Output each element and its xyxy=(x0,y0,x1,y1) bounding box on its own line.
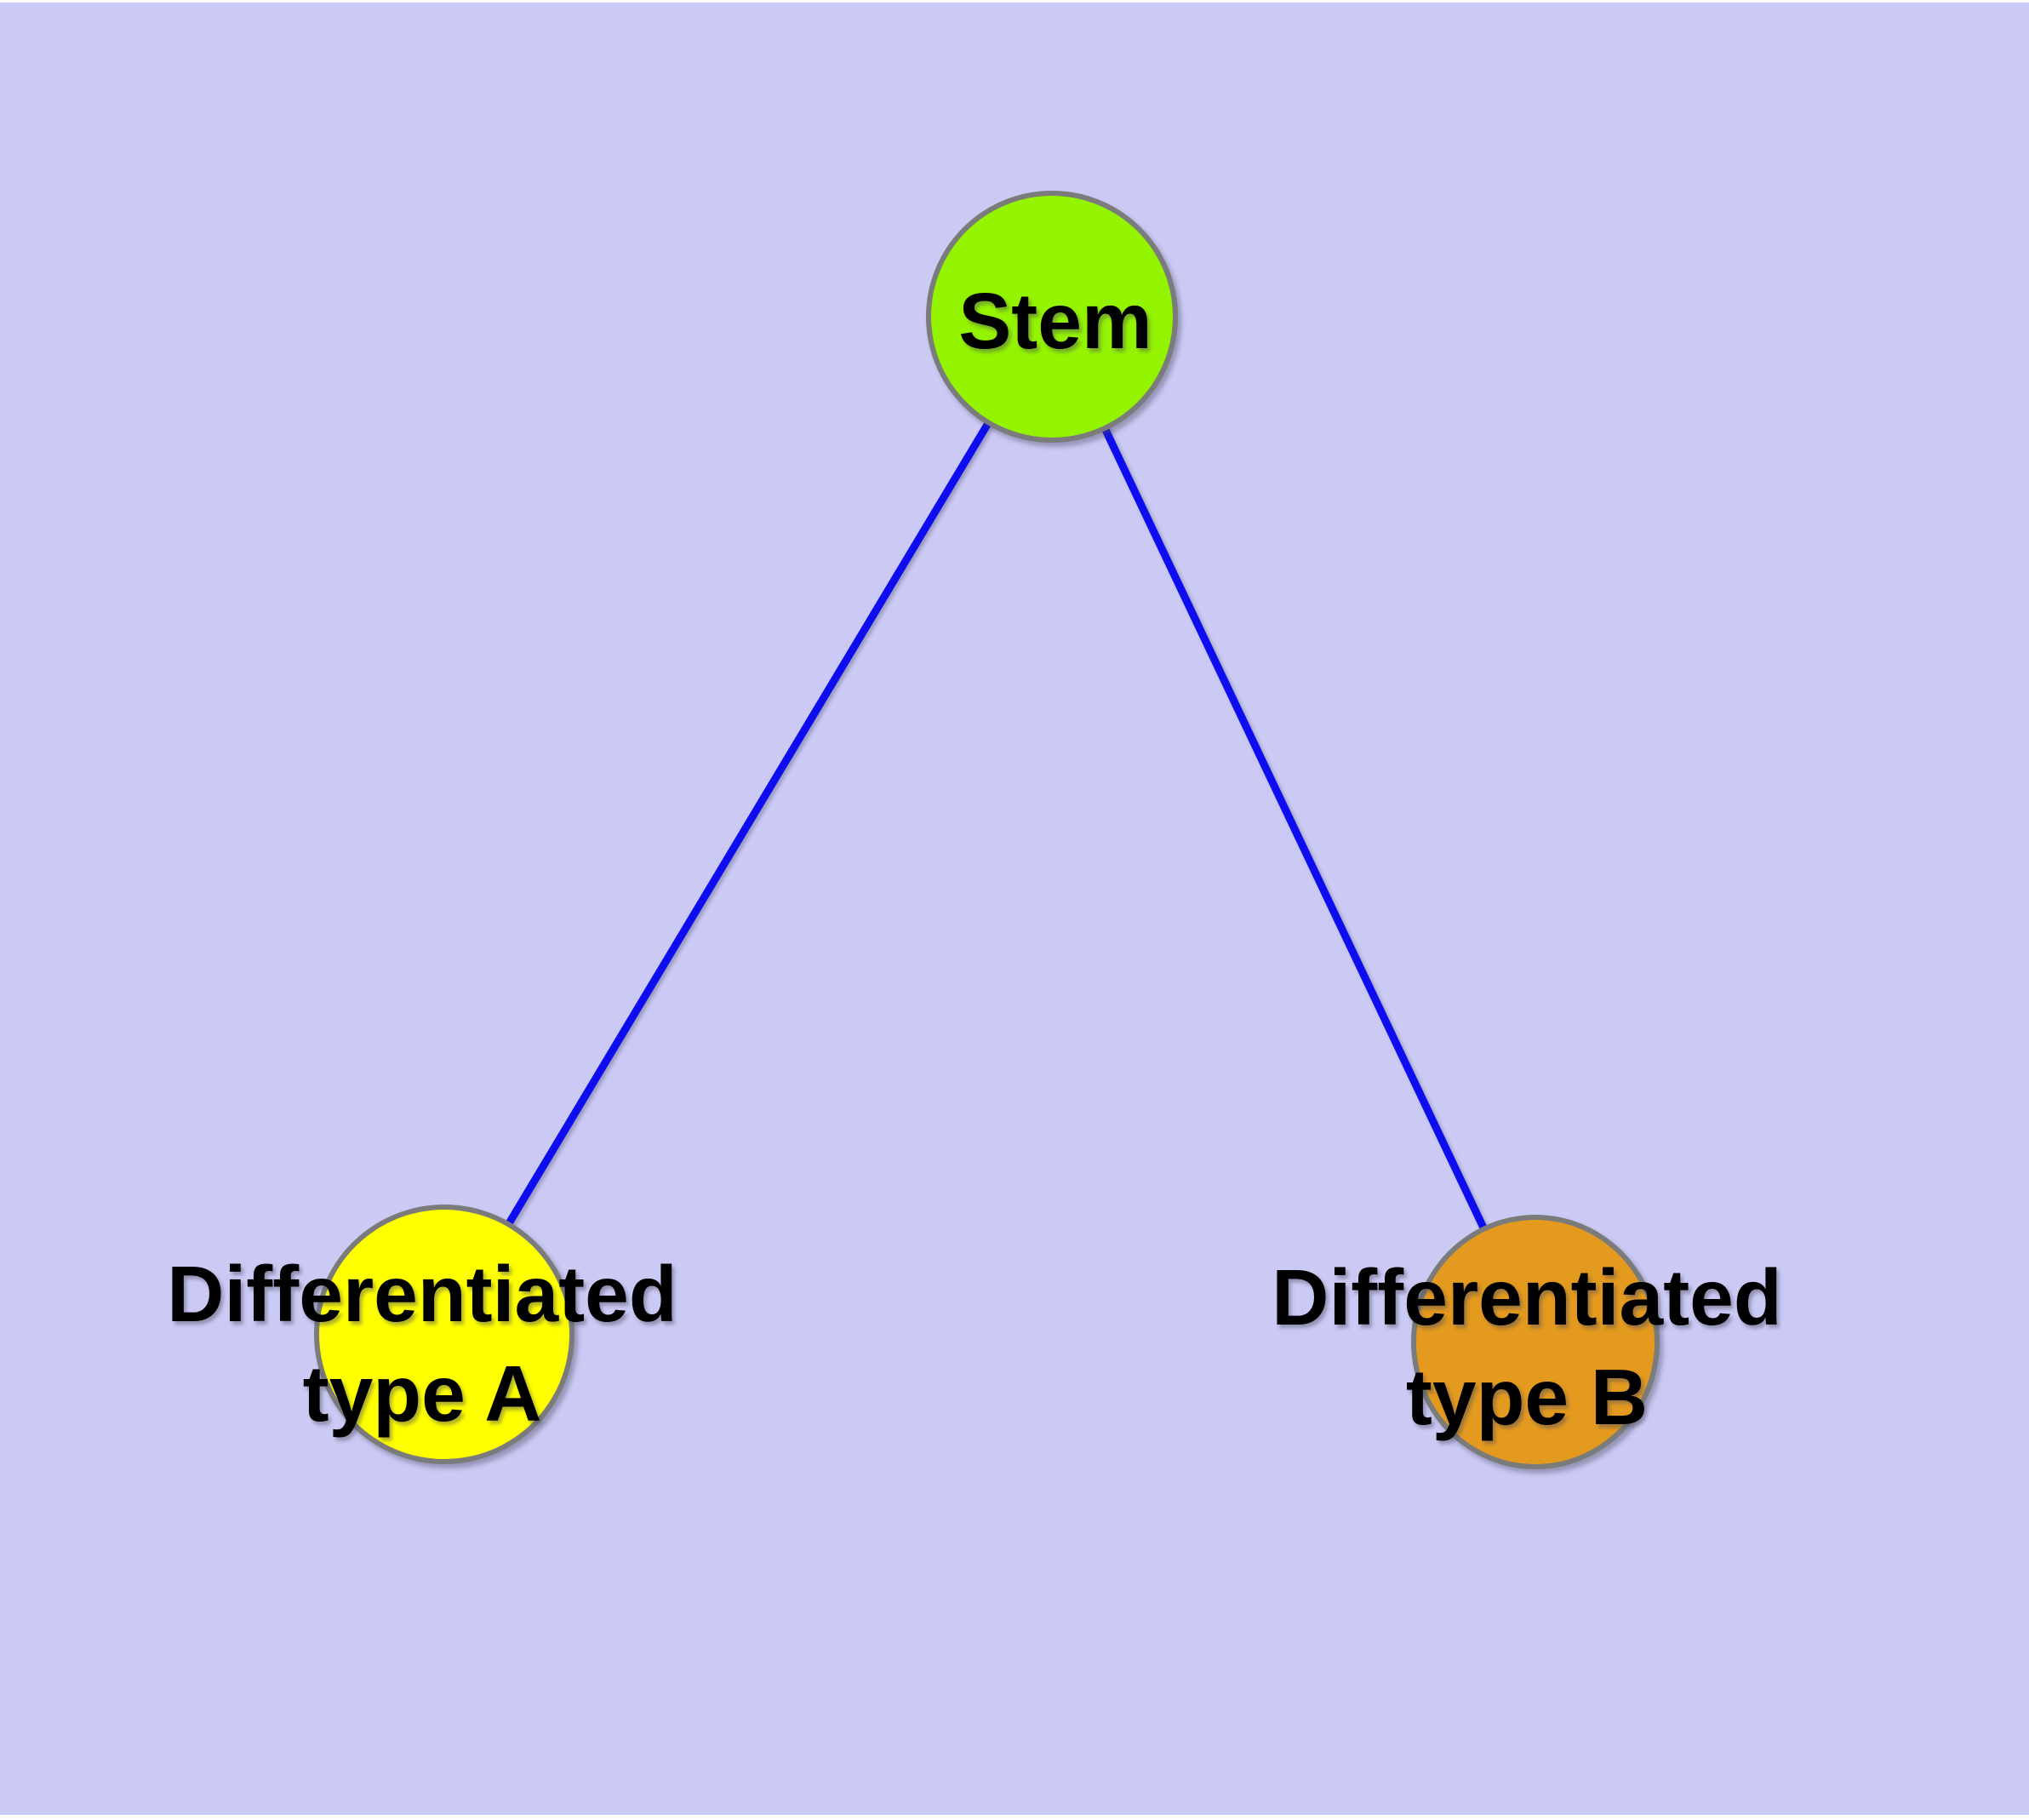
node-differentiated-type-a xyxy=(314,1205,574,1464)
type-a-label-line1: Differentiated xyxy=(167,1250,677,1338)
node-label-differentiated-type-a: Differentiated type A xyxy=(82,1245,763,1444)
edges-layer xyxy=(441,314,1540,1339)
node-label-stem: Stem xyxy=(715,272,1396,371)
diagram-canvas: Stem Differentiated type A Differentiate… xyxy=(0,3,2029,1815)
type-b-label-line2: type B xyxy=(1405,1353,1649,1441)
node-label-differentiated-type-b: Differentiated type B xyxy=(1186,1248,1867,1447)
type-b-label-line1: Differentiated xyxy=(1272,1253,1782,1342)
stem-label-text: Stem xyxy=(958,277,1152,365)
edge-stem-to-type-a xyxy=(441,314,1055,1334)
edge-stem-to-type-b xyxy=(1048,315,1540,1339)
node-differentiated-type-b xyxy=(1411,1215,1660,1469)
type-a-label-line2: type A xyxy=(302,1349,542,1438)
node-stem xyxy=(926,191,1178,443)
